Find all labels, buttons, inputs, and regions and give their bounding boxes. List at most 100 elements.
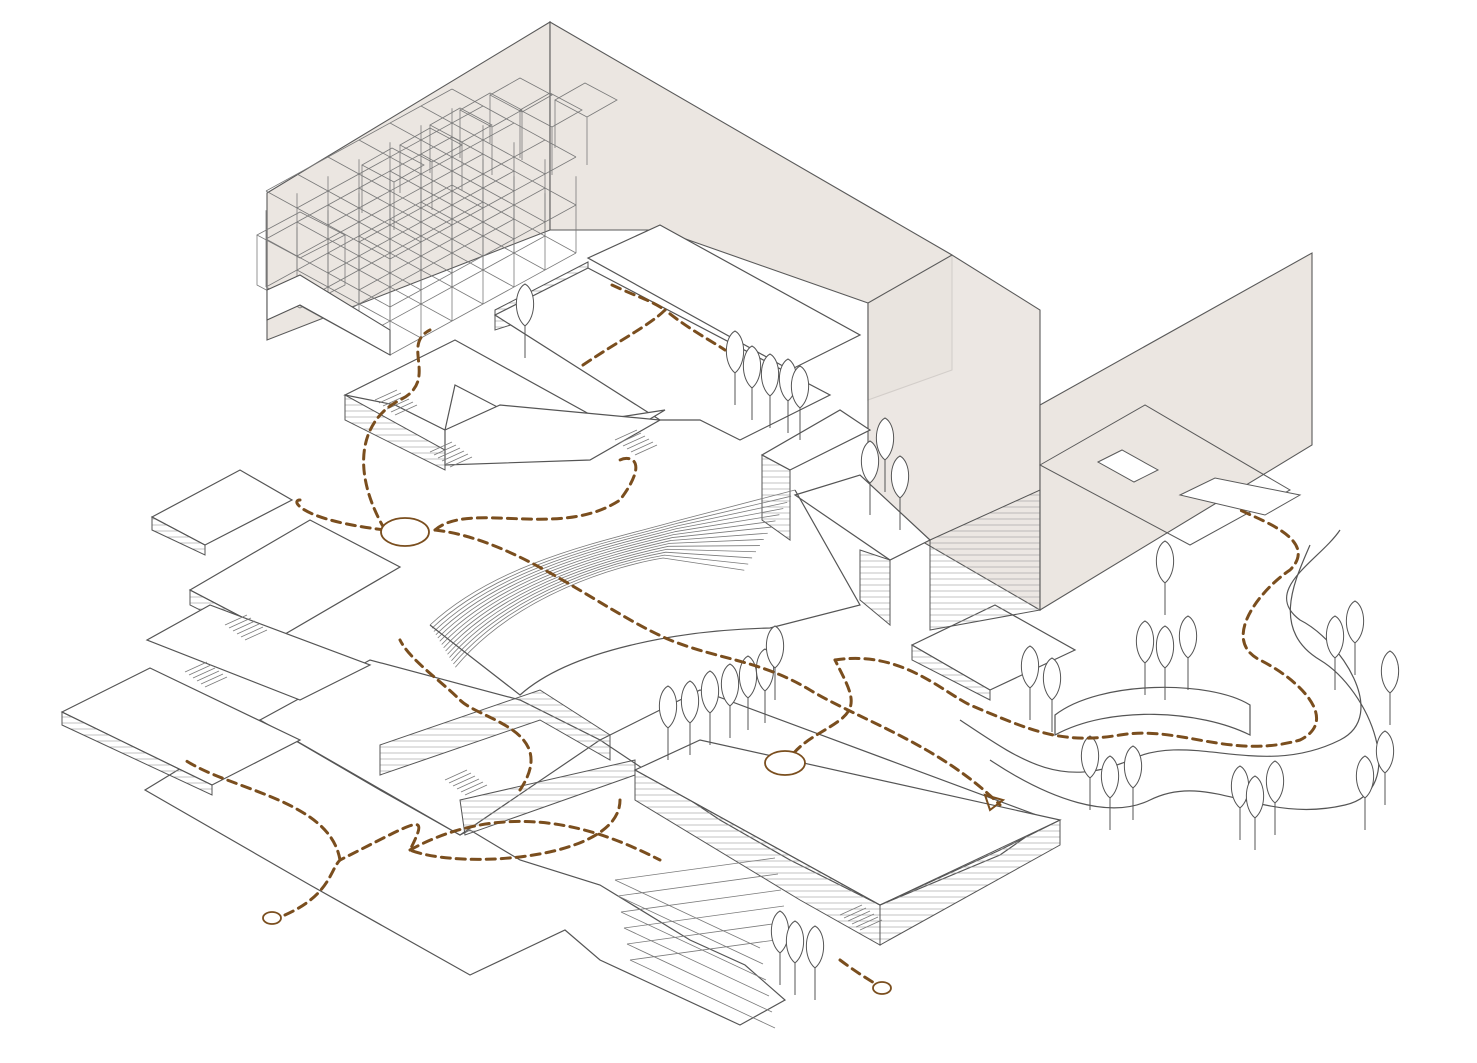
tree-crown (790, 365, 810, 409)
stair-tread (622, 435, 646, 447)
stair-tread (374, 389, 398, 401)
tree-crown (1178, 615, 1198, 659)
grid-beam (420, 105, 546, 175)
stair-tread (441, 450, 465, 462)
tree-crown (805, 925, 825, 969)
tree-crown (875, 417, 895, 461)
circulation-route (610, 283, 667, 312)
grid-beam (265, 190, 391, 260)
tree-crown (1380, 650, 1400, 694)
tree-crown (890, 455, 910, 499)
stair-tread (843, 907, 867, 919)
grid-beam (327, 156, 453, 226)
circulation-route (295, 498, 387, 532)
stair-tread (192, 667, 216, 679)
grid-cube-top (519, 92, 583, 128)
grid-cube-top (489, 77, 553, 113)
stair-side (617, 895, 764, 965)
stair-side (626, 943, 773, 1013)
grid-beam (265, 238, 391, 308)
stair-tread (617, 873, 779, 897)
buildings (60, 224, 1077, 946)
grid-beam (389, 218, 515, 288)
circulation-route (408, 819, 662, 862)
circulation-node (872, 981, 892, 995)
circulation-route (398, 638, 533, 792)
roof-light-well (1096, 449, 1160, 483)
tree-crown (742, 345, 762, 389)
stair-tread (232, 620, 256, 632)
west-terrace-upper (145, 604, 372, 701)
stair-tread (444, 769, 468, 781)
amphitheater-step (441, 526, 772, 645)
stair-tread (224, 614, 248, 626)
amphitheater-step (453, 554, 749, 665)
stair-side (629, 959, 776, 1029)
tree-crown (765, 625, 785, 669)
amphitheater-step (449, 548, 757, 658)
stair-tread (204, 676, 228, 688)
amphitheater-step (431, 495, 792, 629)
circulation-routes (183, 283, 1319, 990)
east-pavilion-wall (911, 644, 991, 701)
tree-crown (1155, 625, 1175, 669)
amphitheater-step (429, 489, 796, 626)
stair-tread (620, 889, 782, 913)
amphitheater-step (437, 514, 780, 639)
stair-tread (228, 617, 252, 629)
curved-walk-outer (959, 529, 1362, 773)
stair-tread (378, 392, 402, 404)
amphitheater-step (439, 520, 776, 642)
amphitheater-edge (429, 489, 861, 696)
tree-crown (1020, 645, 1040, 689)
circulation-route (581, 307, 727, 367)
circulation-route (783, 658, 853, 767)
grid-beam (296, 269, 422, 339)
stair-tread (244, 629, 268, 641)
east-wing-wall (929, 489, 1041, 631)
grid-cube-top (554, 82, 618, 118)
route-arrow (983, 793, 1006, 812)
stair-tread (236, 623, 260, 635)
central-wall (344, 394, 446, 471)
stair-tread (200, 673, 224, 685)
tree-crown (860, 440, 880, 484)
grid-cube-top (429, 107, 493, 143)
tree-crown (1325, 615, 1345, 659)
grid-beam (451, 136, 577, 206)
curved-walk-inner (989, 544, 1380, 810)
tree-crown (1042, 657, 1062, 701)
grid-beam (358, 139, 484, 209)
amphitheater-steps (429, 489, 861, 696)
east-curved-walk (959, 529, 1380, 810)
lower-stair-block (379, 689, 611, 776)
stair-tread (429, 441, 453, 453)
stair-tread (394, 404, 418, 416)
circulation-route (283, 798, 622, 917)
stair-side (620, 911, 767, 981)
east-canopy (1178, 477, 1302, 516)
stair-tread (623, 905, 785, 929)
stair-side (623, 927, 770, 997)
tree-crown (785, 920, 805, 964)
grid-beam (327, 204, 453, 274)
grid-cube-top (361, 147, 425, 183)
grid-beam (358, 187, 484, 257)
tree-crown (1100, 755, 1120, 799)
east-roof (1038, 404, 1292, 546)
grid-cube-top (459, 92, 523, 128)
stair-tread (456, 778, 480, 790)
stair-tread (839, 904, 863, 916)
circulation-node (764, 750, 806, 776)
circulation-route (433, 456, 638, 532)
stair-tread (626, 438, 650, 450)
grid-beam (389, 170, 515, 240)
grid-beam (327, 252, 453, 322)
stair-tread (634, 444, 658, 456)
south-building-wall (634, 769, 881, 946)
circulation-route (433, 528, 1002, 807)
north-court-roof (586, 224, 862, 371)
amphitheater-step (435, 508, 784, 636)
tree-crown (1355, 755, 1375, 799)
stair-tread (449, 456, 473, 468)
